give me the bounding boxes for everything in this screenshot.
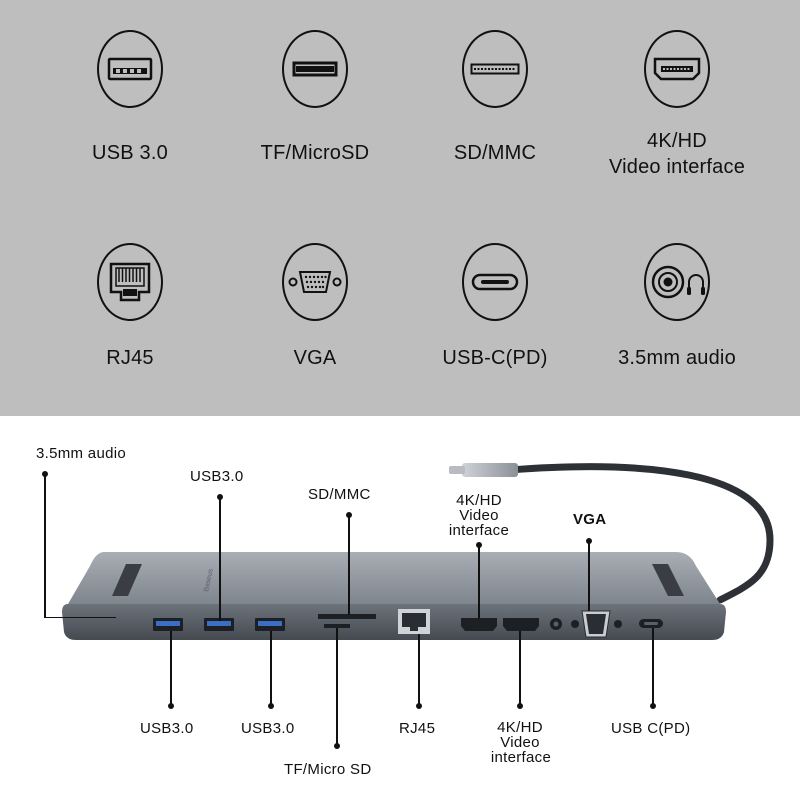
callout-dot-tf xyxy=(334,743,340,749)
icon-cell-audio: 3.5mm audio xyxy=(587,243,767,383)
icon-cell-tf: TF/MicroSD xyxy=(225,30,405,180)
callout-hdmi-top-3: interface xyxy=(448,522,510,539)
icon-cell-usb3: USB 3.0 xyxy=(40,30,220,180)
icon-cell-usbc: USB-C(PD) xyxy=(405,243,585,383)
callout-line-usb-b2 xyxy=(270,631,272,706)
icon-cell-hdmi: 4K/HD Video interface xyxy=(587,30,767,180)
callout-hdmi-bottom-3: interface xyxy=(490,749,552,766)
icon-cell-vga: VGA xyxy=(225,243,405,383)
callout-line-tf xyxy=(336,628,338,746)
port-usb3-3 xyxy=(255,618,285,631)
callout-dot-rj45 xyxy=(416,703,422,709)
callout-line-sd xyxy=(348,515,350,615)
callout-dot-usb-b1 xyxy=(168,703,174,709)
callout-dot-hdmi-b xyxy=(517,703,523,709)
icon-label-tf: TF/MicroSD xyxy=(260,142,370,164)
icon-label-vga: VGA xyxy=(293,347,337,369)
callout-line-usb-b1 xyxy=(170,631,172,706)
port-hdmi-1 xyxy=(461,618,497,631)
brand-logo-text: Baseus xyxy=(203,568,215,593)
callout-hdmi-top-1: 4K/HD xyxy=(456,492,502,509)
audio-jack-headphones-icon xyxy=(644,243,710,321)
callout-line-vga xyxy=(588,541,590,611)
callout-line-audio-h xyxy=(44,617,117,619)
callout-line-usb-top xyxy=(219,497,221,621)
micro-sd-slot-icon xyxy=(282,30,348,108)
port-icon-panel: USB 3.0 TF/MicroSD SD/MMC 4K/HD xyxy=(0,0,800,416)
callout-rj45: RJ45 xyxy=(399,720,436,737)
callout-usb-bottom-2: USB3.0 xyxy=(241,720,295,737)
ethernet-port-icon xyxy=(97,243,163,321)
callout-usb-c: USB C(PD) xyxy=(611,720,691,737)
port-tf-sd xyxy=(318,614,376,628)
usb-c-port-icon xyxy=(462,243,528,321)
callout-hdmi-top-2: Video xyxy=(459,507,499,524)
port-audio-jack xyxy=(550,618,562,630)
callout-usb-top: USB3.0 xyxy=(190,468,244,485)
port-usb3-1 xyxy=(153,618,183,631)
vga-port-icon xyxy=(282,243,348,321)
icon-cell-sd: SD/MMC xyxy=(405,30,585,180)
port-vga xyxy=(571,610,622,638)
port-usb3-2 xyxy=(204,618,234,631)
callout-dot-usb-b2 xyxy=(268,703,274,709)
callout-line-hdmi-b xyxy=(519,631,521,706)
usb-hub-illustration: Baseus xyxy=(62,463,774,640)
port-rj45 xyxy=(398,609,430,634)
icon-label-usb3: USB 3.0 xyxy=(92,142,168,164)
callout-line-audio-v xyxy=(44,474,46,618)
callout-tf: TF/Micro SD xyxy=(284,761,372,778)
callout-dot-usbc xyxy=(650,703,656,709)
callout-usb-bottom-1: USB3.0 xyxy=(140,720,194,737)
hub-body: Baseus xyxy=(62,552,726,640)
hdmi-port-icon xyxy=(644,30,710,108)
callout-sd-mmc: SD/MMC xyxy=(308,486,371,503)
icon-label-hdmi-line2: Video interface xyxy=(608,156,746,178)
sd-card-slot-icon xyxy=(462,30,528,108)
callout-vga: VGA xyxy=(573,511,607,528)
callout-hdmi-bottom-1: 4K/HD xyxy=(497,719,543,736)
callout-line-rj45 xyxy=(418,634,420,706)
icon-label-usbc: USB-C(PD) xyxy=(442,347,548,369)
callout-line-usbc xyxy=(652,628,654,706)
callout-line-hdmi-top xyxy=(478,545,480,618)
port-usb-c xyxy=(639,619,663,628)
callout-hdmi-bottom-2: Video xyxy=(500,734,540,751)
icon-label-rj45: RJ45 xyxy=(106,347,154,369)
usb-c-cable xyxy=(449,463,774,604)
usb-a-port-icon xyxy=(97,30,163,108)
port-hdmi-2 xyxy=(503,618,539,631)
icon-label-audio: 3.5mm audio xyxy=(618,347,736,369)
callout-audio: 3.5mm audio xyxy=(36,445,127,462)
icon-cell-rj45: RJ45 xyxy=(40,243,220,383)
icon-label-sd: SD/MMC xyxy=(453,142,537,164)
icon-label-hdmi-line1: 4K/HD xyxy=(647,130,707,152)
